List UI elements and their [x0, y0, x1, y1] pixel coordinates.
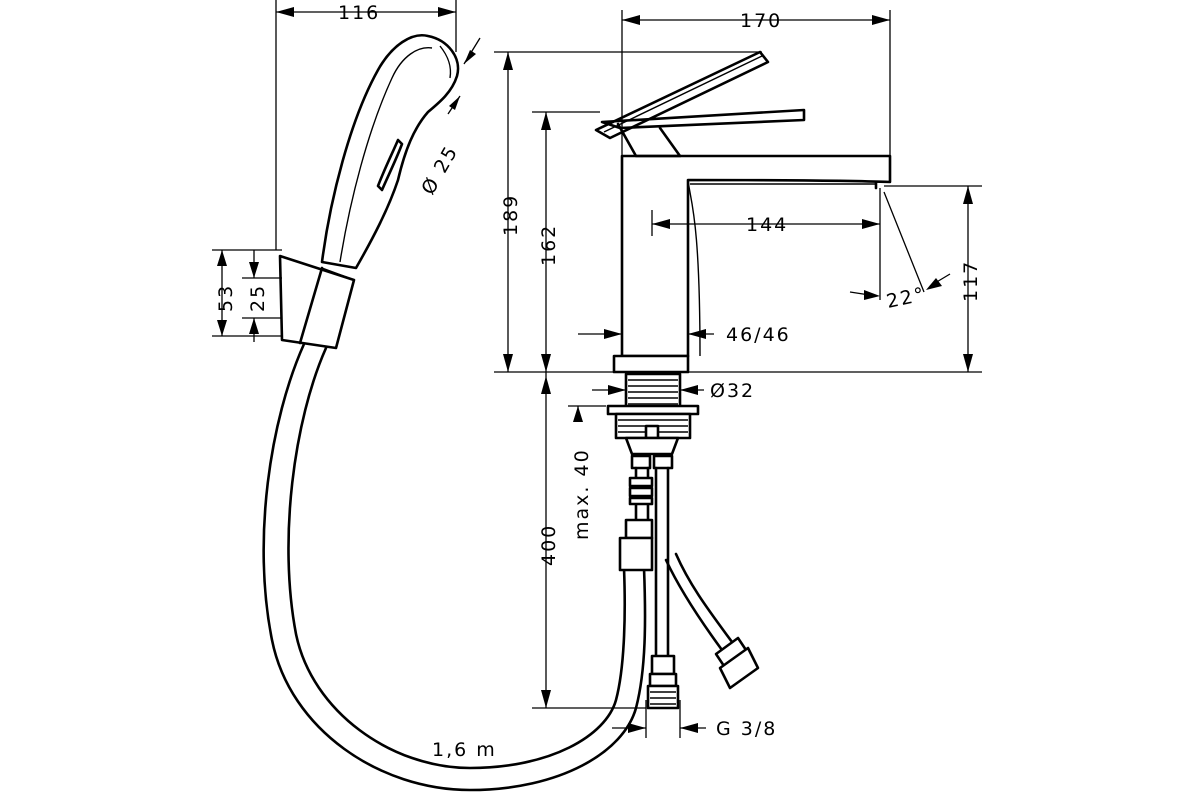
label-189: 189	[500, 194, 522, 236]
label-116: 116	[338, 2, 380, 24]
hand-shower	[320, 33, 460, 270]
label-117: 117	[960, 260, 982, 302]
label-diameter-32: Ø32	[710, 380, 755, 402]
faucet	[594, 50, 892, 470]
label-400: 400	[538, 524, 560, 566]
label-max-40: max. 40	[571, 448, 593, 540]
dimension-labels: 116 Ø 25 53 25 170 189 162 144 117 22° 4…	[215, 2, 982, 761]
label-1-6-m: 1,6 m	[432, 739, 497, 761]
label-144: 144	[746, 214, 788, 236]
label-22-degrees: 22°	[884, 283, 927, 313]
supply-hoses	[618, 466, 760, 710]
dimension-lines	[212, 0, 982, 738]
label-53: 53	[215, 284, 237, 312]
label-g-3-8: G 3/8	[716, 718, 777, 740]
label-25: 25	[247, 284, 269, 312]
wall-holder	[278, 254, 356, 350]
shower-hose	[262, 342, 647, 792]
label-170: 170	[740, 10, 782, 32]
label-diameter-25: Ø 25	[417, 141, 463, 198]
label-162: 162	[538, 224, 560, 266]
label-46-46: 46/46	[726, 324, 791, 346]
